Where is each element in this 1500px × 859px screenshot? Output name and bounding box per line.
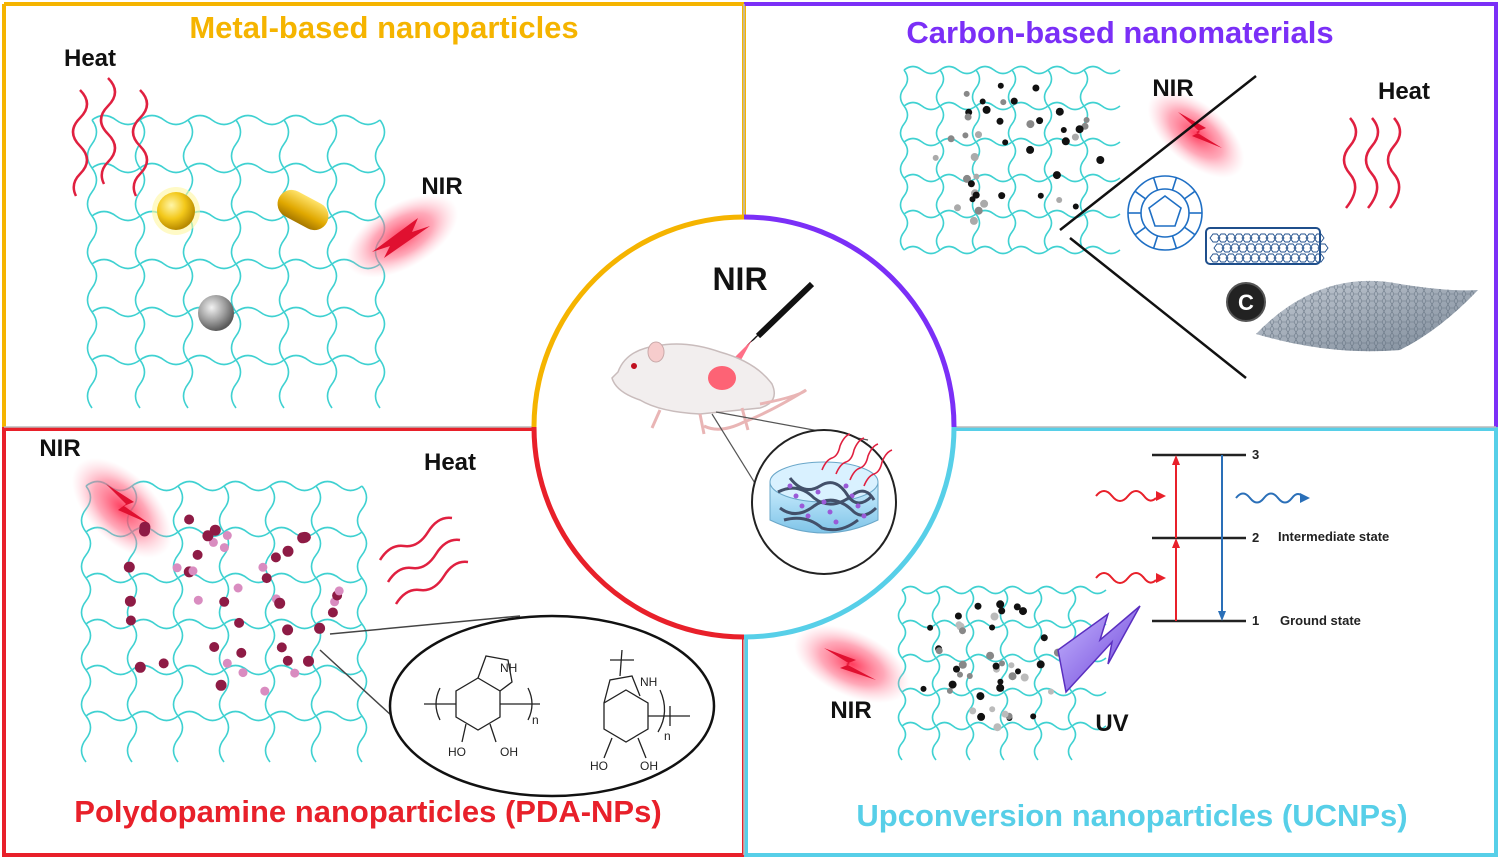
- polydopamine-structure-2-icon: [603, 649, 690, 759]
- ucnp-dots: [920, 600, 1062, 732]
- pda-title: Polydopamine nanoparticles (PDA-NPs): [74, 794, 661, 829]
- heat-waves-icon: [1342, 117, 1402, 209]
- carbon-nanotube-icon: [1205, 227, 1329, 265]
- n-subscript: n: [532, 713, 539, 727]
- ucnp-title: Upconversion nanoparticles (UCNPs): [856, 798, 1407, 833]
- metal-heat-label: Heat: [64, 45, 116, 72]
- carbon-quadrant: C: [932, 75, 1478, 379]
- mouse-icon: [611, 341, 808, 435]
- silver-nanosphere-icon: [198, 295, 234, 331]
- ucnp-quadrant: 3 2 1 Intermediate state Ground state: [794, 447, 1389, 732]
- level-1-label: 1: [1252, 613, 1259, 628]
- nir-bolt-icon: [824, 648, 876, 680]
- carbon-dots: [932, 82, 1105, 225]
- uv-bolt-icon: [1057, 605, 1141, 694]
- nir-bolt-icon: [1178, 112, 1222, 148]
- carbon-element-icon: [1226, 282, 1266, 322]
- gold-nanorod-icon: [277, 189, 329, 231]
- ho-label: HO: [590, 759, 608, 773]
- center-circle: [531, 214, 957, 640]
- carbon-title: Carbon-based nanomaterials: [906, 15, 1333, 50]
- carbon-symbol: C: [1238, 290, 1254, 315]
- hydrogel-disc-icon: [769, 433, 893, 534]
- polydopamine-structure-1-icon: [424, 655, 540, 743]
- heat-waves-icon: [821, 433, 893, 487]
- pda-nanoparticles: [123, 514, 344, 696]
- carbon-frame: [744, 2, 1498, 427]
- pda-nir-label: NIR: [39, 435, 80, 462]
- level-3-label: 3: [1252, 447, 1259, 462]
- intermediate-state-label: Intermediate state: [1278, 529, 1389, 544]
- ho-label: HO: [448, 745, 466, 759]
- metal-title: Metal-based nanoparticles: [189, 10, 578, 45]
- nir-laser-glow-icon: [794, 624, 910, 704]
- heat-waves-icon: [378, 516, 469, 605]
- ucnp-uv-label: UV: [1095, 710, 1128, 737]
- hydrogel-mesh-metal: [86, 114, 386, 409]
- graphene-sheet-icon: [1256, 280, 1478, 352]
- metal-quadrant: [71, 77, 459, 331]
- carbon-nir-label: NIR: [1152, 75, 1193, 102]
- oh-label: OH: [640, 759, 658, 773]
- nh-label: NH: [500, 661, 517, 675]
- level-2-label: 2: [1252, 530, 1259, 545]
- oh-label: OH: [500, 745, 518, 759]
- ucnp-nir-label: NIR: [830, 697, 871, 724]
- hydrogel-mesh-ucnp: [897, 585, 1107, 761]
- nir-bolt-icon: [372, 218, 430, 258]
- gold-nanosphere-icon: [157, 192, 195, 230]
- ucnp-frame: [744, 427, 1498, 857]
- ground-state-label: Ground state: [1280, 613, 1361, 628]
- energy-level-diagram: [1095, 453, 1310, 623]
- nh-label: NH: [640, 675, 657, 689]
- center-nir-label: NIR: [712, 261, 767, 297]
- metal-nir-label: NIR: [421, 173, 462, 200]
- pda-heat-label: Heat: [424, 449, 476, 476]
- n-subscript: n: [664, 729, 671, 743]
- heat-waves-icon: [71, 77, 149, 197]
- hydrogel-mesh-carbon: [899, 65, 1121, 255]
- pda-quadrant: NH HO OH n NH HO OH n: [72, 458, 716, 798]
- fullerene-icon: [1127, 175, 1203, 251]
- nir-bolt-icon: [106, 484, 150, 524]
- carbon-heat-label: Heat: [1378, 78, 1430, 105]
- pda-structure-callout: [388, 614, 716, 798]
